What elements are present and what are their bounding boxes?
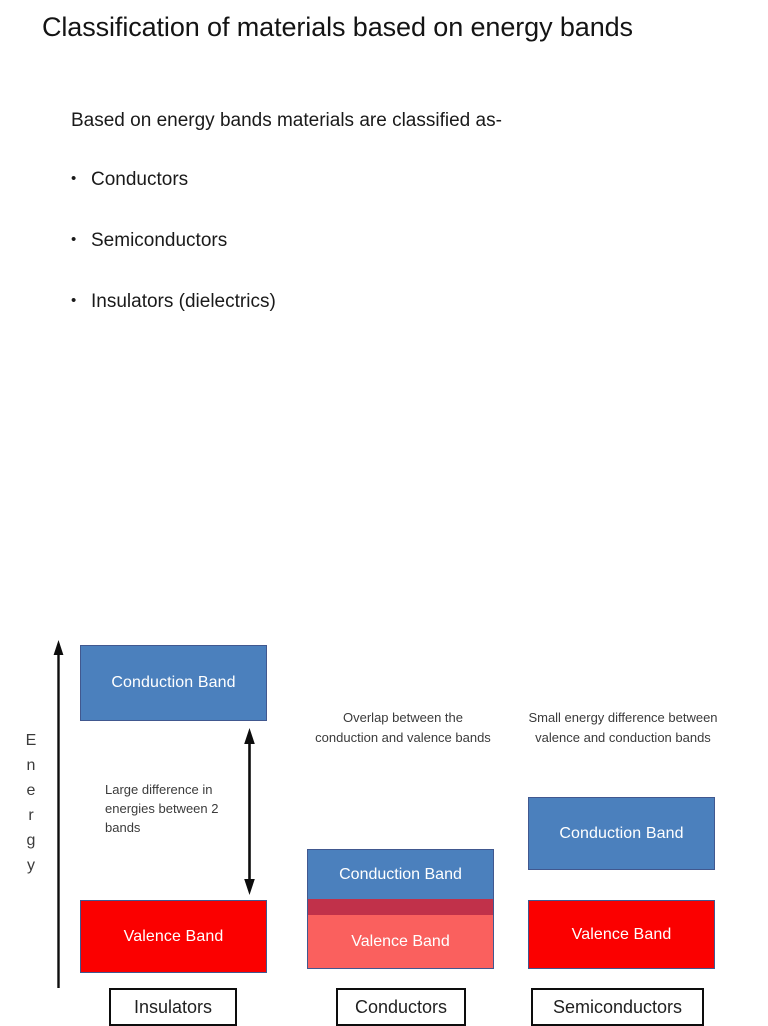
semiconductors-conduction-band: Conduction Band — [528, 797, 715, 870]
energy-letter-r: r — [28, 807, 34, 824]
energy-letter-e1: E — [25, 732, 37, 749]
bullet-label-conductors: Conductors — [91, 169, 189, 190]
bullet-label-semiconductors: Semiconductors — [91, 230, 228, 251]
bullet-label-insulators: Insulators (dielectrics) — [91, 291, 276, 312]
insulators-conduction-band: Conduction Band — [80, 645, 267, 721]
conductors-conduction-band: Conduction Band — [308, 850, 493, 899]
lead-paragraph: Based on energy bands materials are clas… — [71, 110, 502, 131]
column-label-semiconductors: Semiconductors — [531, 988, 704, 1026]
list-item: • Conductors — [71, 168, 671, 229]
insulators-gap-annotation: Large difference in energies between 2 b… — [105, 782, 219, 835]
list-item: • Insulators (dielectrics) — [71, 290, 671, 351]
classification-bullet-list: • Conductors • Semiconductors • Insulato… — [71, 168, 671, 351]
page-title: Classification of materials based on ene… — [42, 12, 633, 42]
energy-letter-n: n — [26, 757, 36, 774]
energy-axis-label: E n e r g y — [20, 728, 42, 878]
conductors-caption: Overlap between the conduction and valen… — [315, 710, 491, 745]
band-gap-double-arrow-icon — [244, 728, 255, 895]
semiconductors-caption: Small energy difference between valence … — [528, 710, 718, 745]
list-item: • Semiconductors — [71, 229, 671, 290]
energy-axis-arrow-icon — [53, 640, 64, 988]
energy-letter-e2: e — [26, 782, 36, 799]
insulators-valence-band: Valence Band — [80, 900, 267, 973]
bullet-dot-icon: • — [71, 292, 77, 309]
energy-letter-y: y — [27, 857, 35, 874]
conductors-valence-band: Valence Band — [308, 915, 493, 968]
column-label-conductors: Conductors — [336, 988, 466, 1026]
bullet-dot-icon: • — [71, 170, 77, 187]
energy-band-diagram: E n e r g y Conduction Band Large differ… — [0, 620, 768, 1026]
energy-letter-g: g — [26, 832, 36, 849]
semiconductors-valence-band: Valence Band — [528, 900, 715, 969]
conductors-overlap-strip — [308, 899, 493, 915]
conductors-band-stack: Conduction Band Valence Band — [307, 849, 494, 969]
bullet-dot-icon: • — [71, 231, 77, 248]
column-label-insulators: Insulators — [109, 988, 237, 1026]
